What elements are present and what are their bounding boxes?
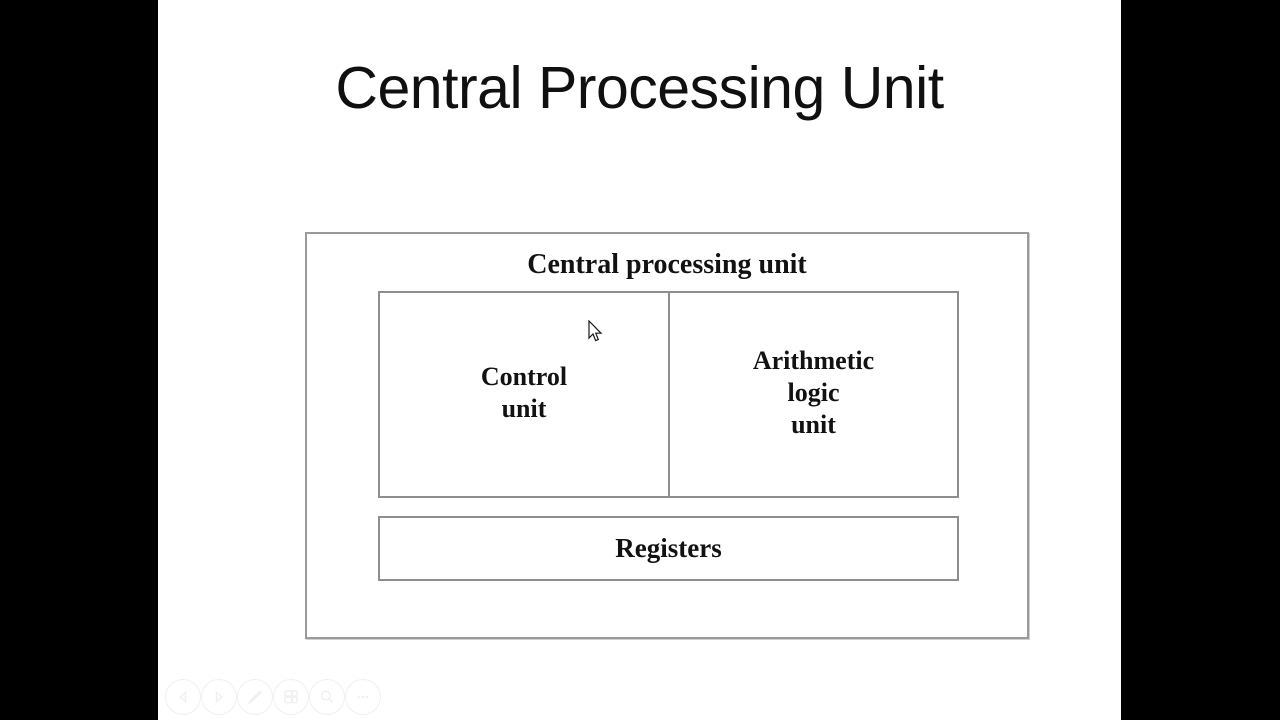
- more-options-button[interactable]: [345, 679, 381, 715]
- magnifier-icon: [318, 688, 336, 706]
- previous-slide-button[interactable]: [165, 679, 201, 715]
- letterbox-right: [1121, 0, 1280, 720]
- registers-label: Registers: [615, 533, 722, 563]
- control-unit-label-line-2: unit: [501, 394, 547, 423]
- next-slide-button[interactable]: [201, 679, 237, 715]
- arithmetic-logic-unit-box: Arithmetic logic unit: [670, 293, 957, 496]
- pen-icon: [246, 688, 264, 706]
- alu-label-line-1: Arithmetic: [752, 346, 875, 375]
- page-title: Central Processing Unit: [335, 55, 944, 121]
- triangle-left-icon: [175, 689, 191, 705]
- alu-label-line-2: logic: [787, 378, 840, 407]
- pen-tool-button[interactable]: [237, 679, 273, 715]
- registers-box: Registers: [378, 516, 959, 581]
- slides-overview-button[interactable]: [273, 679, 309, 715]
- control-unit-label: Control unit: [380, 361, 668, 425]
- alu-label-line-3: unit: [791, 410, 836, 439]
- ellipsis-icon: [354, 688, 372, 706]
- arithmetic-logic-unit-label: Arithmetic logic unit: [670, 345, 957, 441]
- cpu-units-row: Control unit Arithmetic logic unit: [378, 291, 959, 498]
- cpu-block-diagram: Central processing unit Control unit Ari…: [305, 232, 1029, 639]
- control-unit-box: Control unit: [380, 293, 670, 496]
- letterbox-left: [0, 0, 158, 720]
- player-controls-bar[interactable]: [165, 679, 381, 715]
- triangle-right-icon: [211, 689, 227, 705]
- diagram-heading: Central processing unit: [527, 249, 807, 280]
- slides-grid-icon: [282, 688, 300, 706]
- zoom-button[interactable]: [309, 679, 345, 715]
- control-unit-label-line-1: Control: [480, 362, 568, 391]
- presentation-slide: Central Processing Unit Central processi…: [158, 0, 1121, 720]
